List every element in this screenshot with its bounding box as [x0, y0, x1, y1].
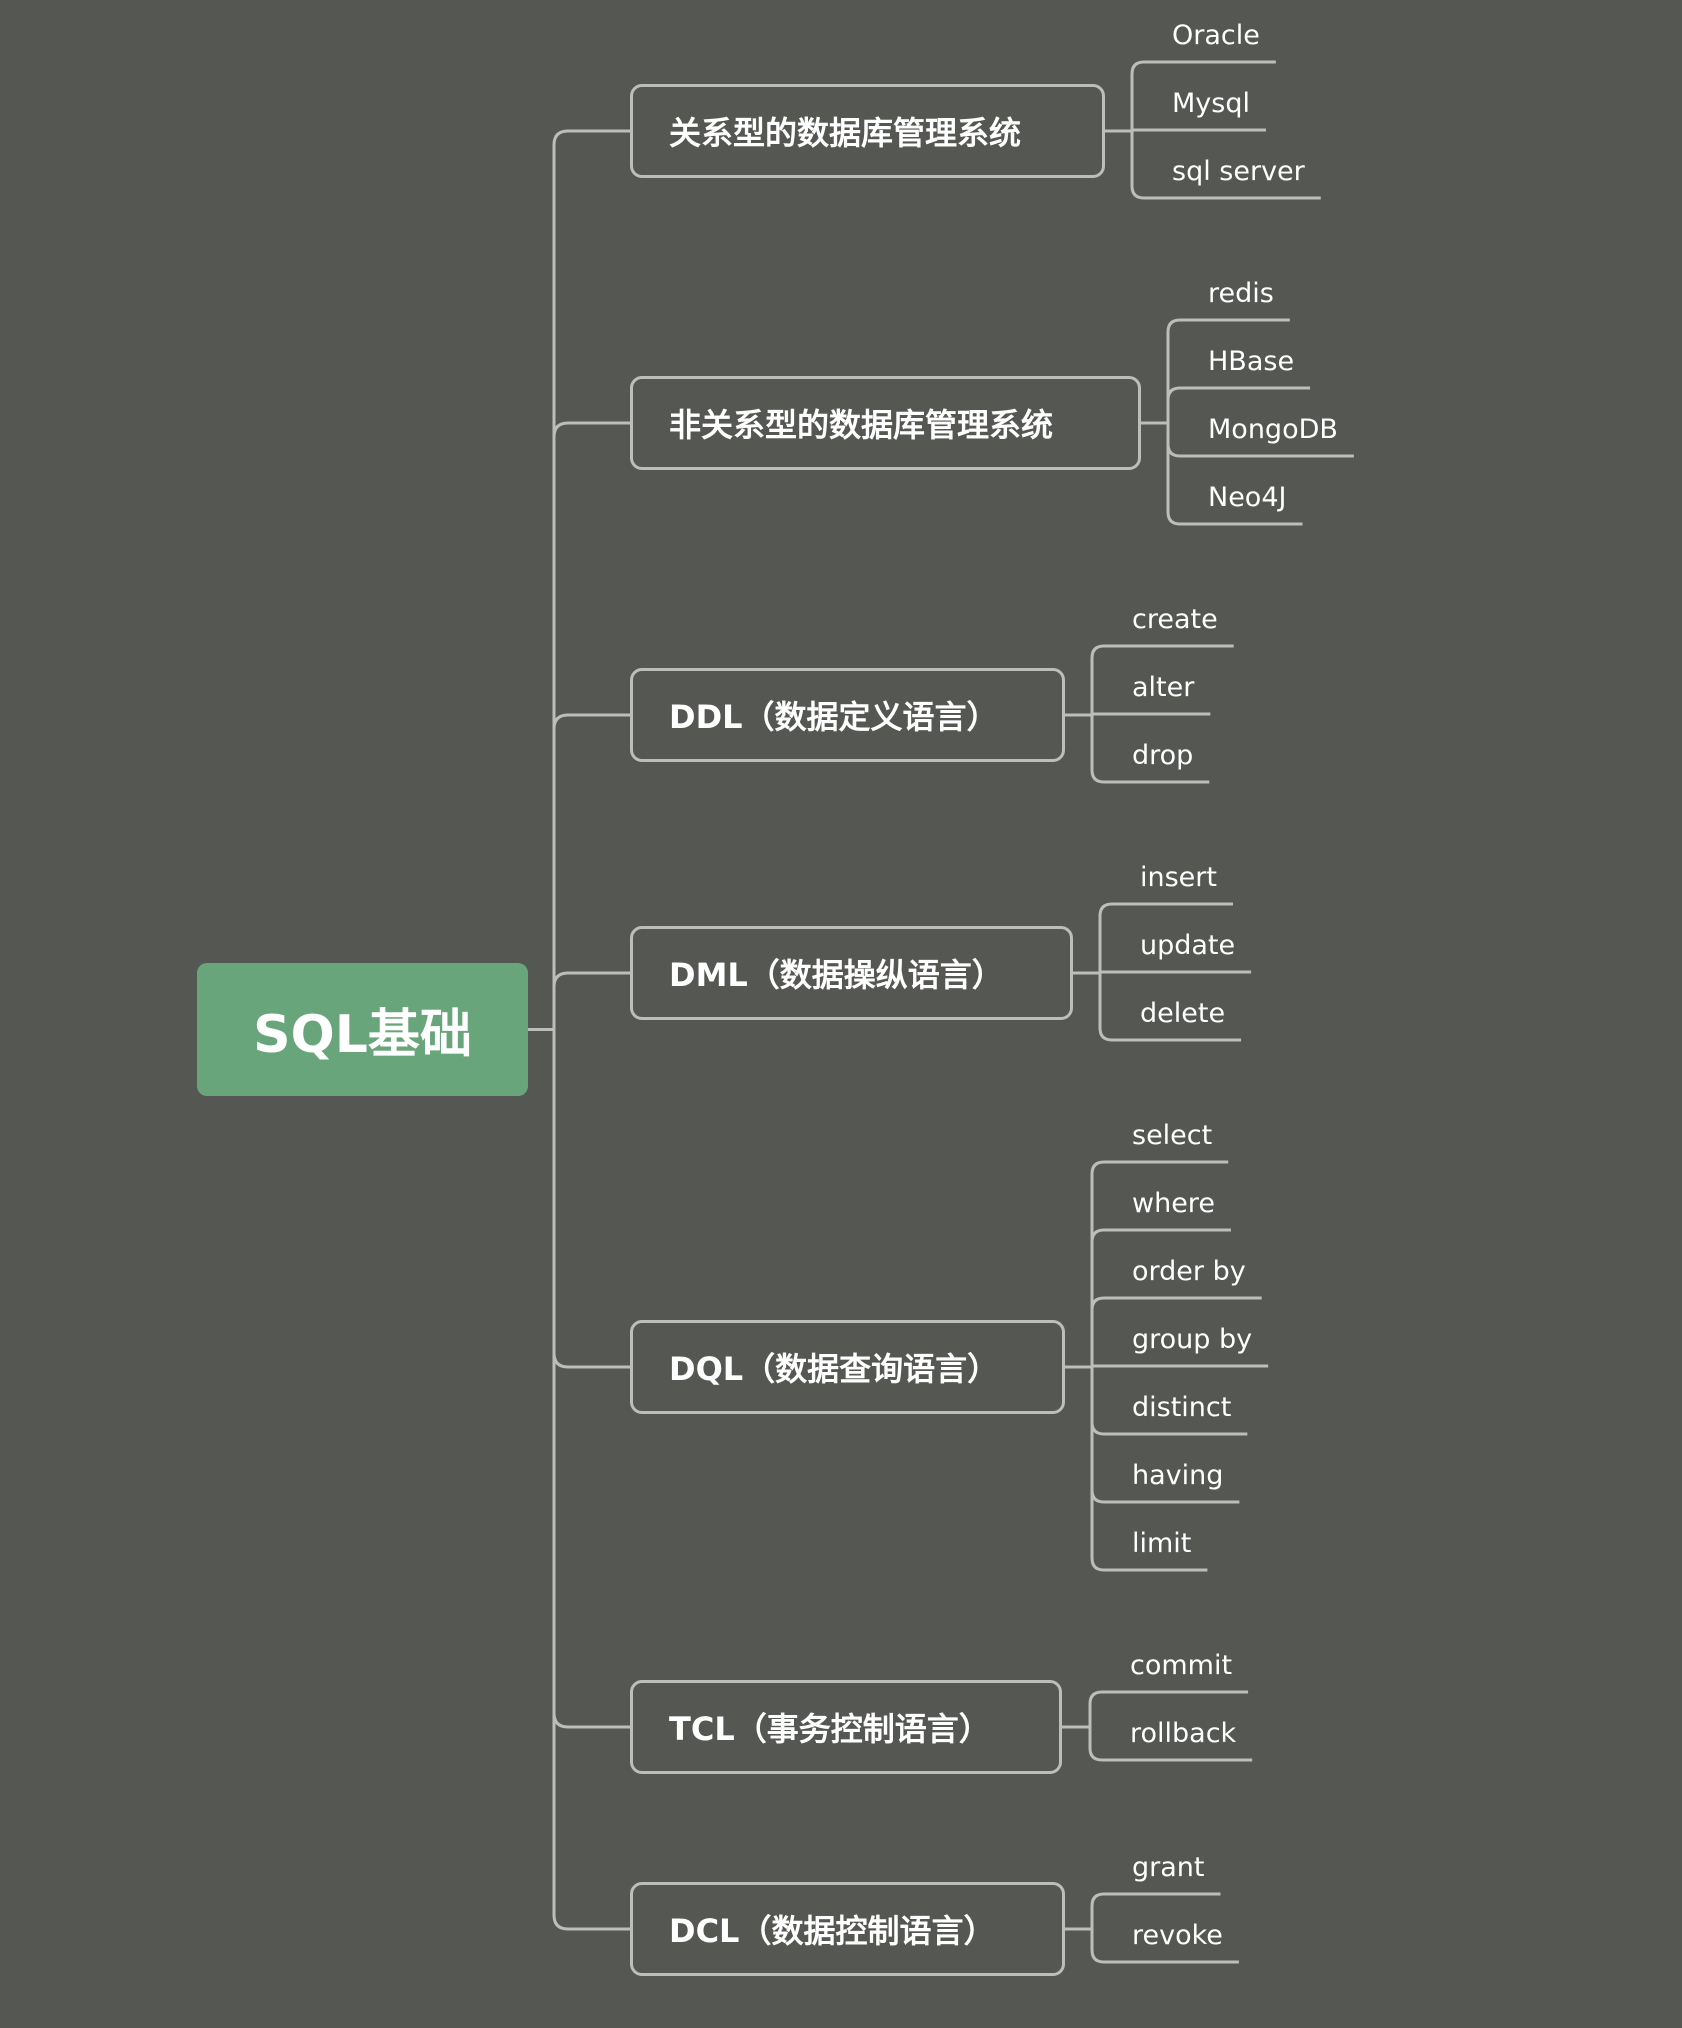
leaf-connector-20	[1090, 715, 1210, 784]
leaf-connector-34	[1088, 1690, 1249, 1727]
leaf-distinct[interactable]: distinct	[1132, 1392, 1232, 1423]
branch-dcl[interactable]: DCL（数据控制语言）	[630, 1882, 1065, 1976]
leaf-where[interactable]: where	[1132, 1188, 1215, 1219]
leaf-connector-35	[1088, 1727, 1253, 1762]
leaf-neo4j[interactable]: Neo4J	[1208, 482, 1287, 513]
leaf-redis[interactable]: redis	[1208, 278, 1274, 309]
leaf-connector-19	[1090, 712, 1211, 716]
leaf-connector-28	[1090, 1296, 1262, 1367]
branch-dml[interactable]: DML（数据操纵语言）	[630, 926, 1073, 1020]
leaf-connector-9	[1130, 60, 1276, 131]
branch-connector-7	[552, 1029, 630, 1931]
leaf-update[interactable]: update	[1140, 930, 1236, 961]
leaf-connector-27	[1090, 1228, 1231, 1367]
branch-connector-3	[552, 713, 630, 1030]
leaf-select[interactable]: select	[1132, 1120, 1213, 1151]
leaf-group-by[interactable]: group by	[1132, 1324, 1253, 1355]
branch-tcl[interactable]: TCL（事务控制语言）	[630, 1680, 1062, 1774]
leaf-mysql[interactable]: Mysql	[1172, 88, 1250, 119]
branch-connector-4	[552, 971, 630, 1030]
leaf-alter[interactable]: alter	[1132, 672, 1195, 703]
branch-connector-6	[552, 1029, 630, 1729]
branch-connector-2	[552, 421, 630, 1030]
leaf-sql-server[interactable]: sql server	[1172, 156, 1305, 187]
leaf-connector-29	[1090, 1364, 1269, 1368]
leaf-having[interactable]: having	[1132, 1460, 1224, 1491]
leaf-connector-14	[1166, 386, 1311, 423]
leaf-connector-10	[1130, 128, 1266, 132]
branch-relational-dbms[interactable]: 关系型的数据库管理系统	[630, 84, 1105, 178]
branch-connector-1	[552, 129, 630, 1030]
leaf-connector-16	[1166, 423, 1303, 526]
leaf-commit[interactable]: commit	[1130, 1650, 1233, 1681]
leaf-connector-24	[1098, 973, 1242, 1042]
leaf-connector-23	[1098, 970, 1252, 974]
leaf-order-by[interactable]: order by	[1132, 1256, 1246, 1287]
branch-nonrelational-dbms[interactable]: 非关系型的数据库管理系统	[630, 376, 1141, 470]
leaf-connector-13	[1166, 318, 1290, 423]
leaf-rollback[interactable]: rollback	[1130, 1718, 1237, 1749]
leaf-insert[interactable]: insert	[1140, 862, 1217, 893]
leaf-connector-38	[1090, 1929, 1239, 1964]
leaf-oracle[interactable]: Oracle	[1172, 20, 1260, 51]
branch-dql[interactable]: DQL（数据查询语言）	[630, 1320, 1065, 1414]
leaf-hbase[interactable]: HBase	[1208, 346, 1295, 377]
branch-ddl[interactable]: DDL（数据定义语言）	[630, 668, 1065, 762]
leaf-drop[interactable]: drop	[1132, 740, 1194, 771]
leaf-connector-18	[1090, 644, 1234, 715]
leaf-limit[interactable]: limit	[1132, 1528, 1192, 1559]
leaf-connector-11	[1130, 131, 1321, 200]
leaf-mongodb[interactable]: MongoDB	[1208, 414, 1338, 445]
leaf-connector-32	[1090, 1367, 1208, 1572]
leaf-connector-22	[1098, 902, 1233, 973]
leaf-connector-26	[1090, 1160, 1229, 1367]
root-node[interactable]: SQL基础	[197, 963, 528, 1096]
leaf-delete[interactable]: delete	[1140, 998, 1226, 1029]
branch-connector-5	[552, 1029, 630, 1369]
leaf-grant[interactable]: grant	[1132, 1852, 1205, 1883]
leaf-create[interactable]: create	[1132, 604, 1218, 635]
leaf-connector-37	[1090, 1892, 1221, 1929]
leaf-revoke[interactable]: revoke	[1132, 1920, 1223, 1951]
